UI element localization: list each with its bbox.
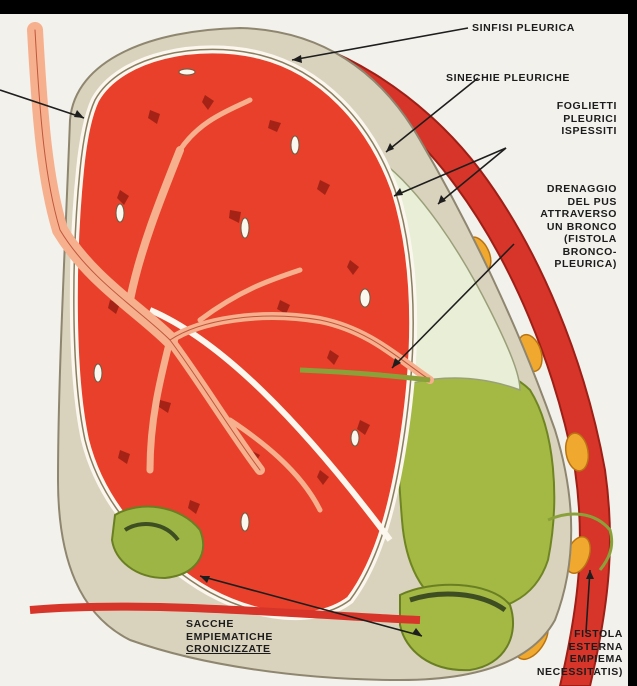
label-line: ATTRAVERSO [540, 208, 617, 221]
label-line: PLEURICI [557, 113, 617, 126]
label-sinfisi-pleurica: SINFISI PLEURICA [472, 22, 575, 35]
label-line: PLEURICA) [540, 258, 617, 271]
label-line: EMPIEMA [537, 653, 623, 666]
label-line: DRENAGGIO [540, 183, 617, 196]
label-line: CRONICIZZATE [186, 643, 273, 656]
label-line: UN BRONCO [540, 221, 617, 234]
label-sinechie-pleuriche: SINECHIE PLEURICHE [446, 72, 570, 85]
label-drenaggio-pus: DRENAGGIO DEL PUS ATTRAVERSO UN BRONCO (… [540, 183, 617, 271]
label-line: DEL PUS [540, 196, 617, 209]
pus-collection [397, 366, 554, 611]
label-line: FISTOLA [537, 628, 623, 641]
label-line: EMPIEMATICHE [186, 631, 273, 644]
label-line: (FISTOLA [540, 233, 617, 246]
label-foglietti-pleurici: FOGLIETTI PLEURICI ISPESSITI [557, 100, 617, 138]
label-fistola-esterna: FISTOLA ESTERNA EMPIEMA NECESSITATIS) [537, 628, 623, 678]
label-line: NECESSITATIS) [537, 666, 623, 679]
label-line: SACCHE [186, 618, 273, 631]
label-line: ESTERNA [537, 641, 623, 654]
label-line: FOGLIETTI [557, 100, 617, 113]
label-line: ISPESSITI [557, 125, 617, 138]
label-sacche-empiematiche: SACCHE EMPIEMATICHE CRONICIZZATE [186, 618, 273, 656]
label-line: BRONCO- [540, 246, 617, 259]
